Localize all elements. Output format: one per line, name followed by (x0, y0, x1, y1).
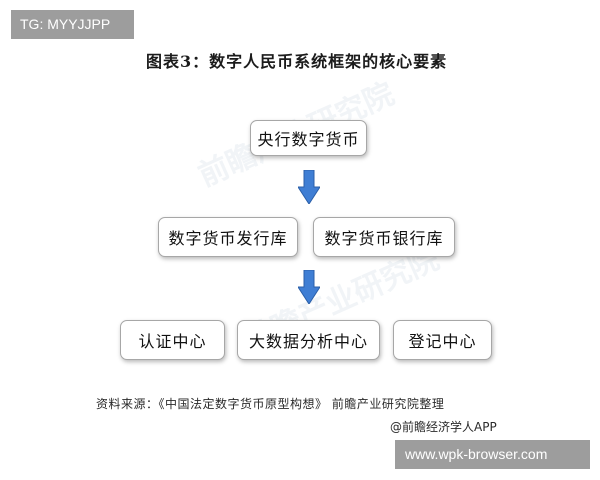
credit-note: @前瞻经济学人APP (390, 420, 497, 434)
overlay-tag-top: TG: MYYJJPP (11, 10, 134, 39)
box-central-bank-digital-currency: 央行数字货币 (250, 120, 367, 156)
diagram-title: 图表3：数字人民币系统框架的核心要素 (146, 52, 448, 71)
box-big-data-analysis-center: 大数据分析中心 (237, 320, 380, 360)
box-registration-center: 登记中心 (393, 320, 492, 360)
down-arrow-shape (298, 270, 320, 304)
down-arrow-shape (298, 170, 320, 204)
box-authentication-center: 认证中心 (120, 320, 225, 360)
overlay-tag-bottom: www.wpk-browser.com (395, 440, 590, 469)
down-arrow-icon (298, 170, 320, 204)
box-bank-vault: 数字货币银行库 (313, 217, 455, 257)
source-note: 资料来源：《中国法定数字货币原型构想》 前瞻产业研究院整理 (96, 397, 445, 411)
down-arrow-icon (298, 270, 320, 304)
box-issuance-vault: 数字货币发行库 (158, 217, 298, 257)
